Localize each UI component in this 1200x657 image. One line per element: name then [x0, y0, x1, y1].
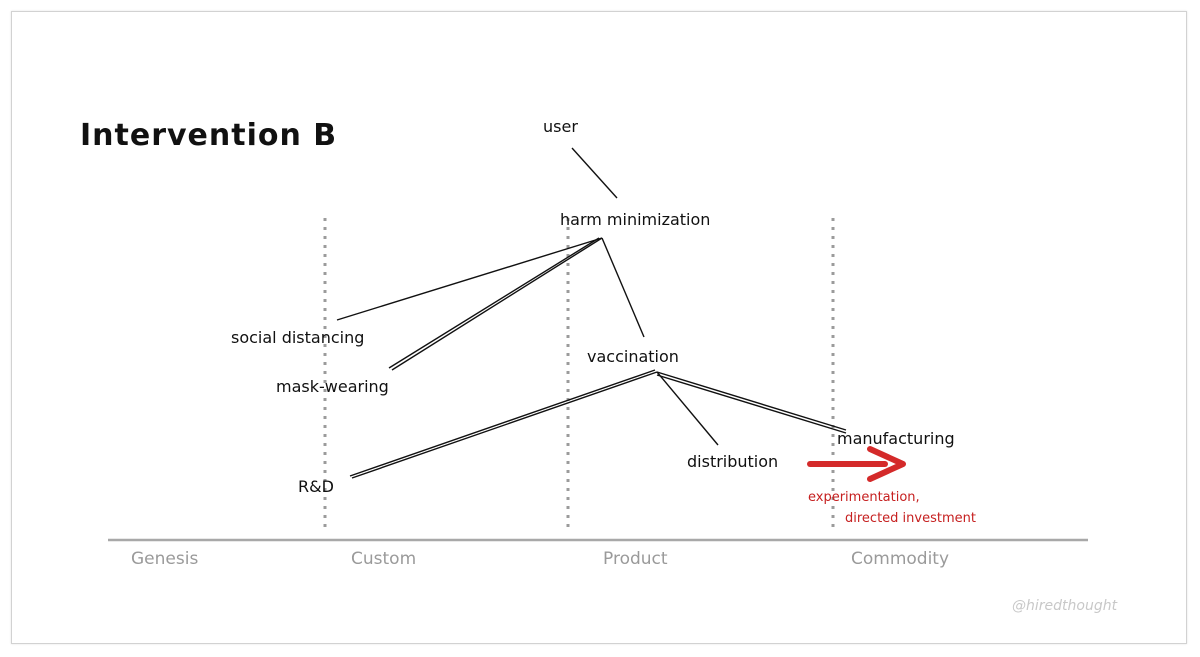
links [336, 147, 847, 479]
node-manufacturing: manufacturing [837, 429, 955, 448]
link-harm-social [336, 237, 603, 321]
link-harm-vaccination [601, 237, 645, 338]
link-harm-mask [391, 237, 603, 371]
annotation-line-2: directed investment [845, 511, 976, 526]
link-harm-mask-2 [388, 237, 600, 369]
diagram-card [11, 11, 1187, 644]
link-vaccination-rnd [351, 371, 658, 479]
stage-custom: Custom [351, 549, 416, 569]
stage-genesis: Genesis [131, 549, 198, 569]
link-user-harm [571, 147, 618, 199]
node-social-distancing: social distancing [231, 328, 364, 347]
stage-commodity: Commodity [851, 549, 949, 569]
credit-handle: @hiredthought [1012, 598, 1118, 614]
evolution-arrow [807, 446, 906, 482]
link-vaccination-manufacturing-2 [656, 374, 847, 434]
stage-product: Product [603, 549, 668, 569]
node-mask-wearing: mask-wearing [276, 377, 389, 396]
diagram-title: Intervention B [80, 118, 337, 153]
node-vaccination: vaccination [587, 347, 679, 366]
link-vaccination-distribution [656, 371, 719, 446]
link-vaccination-manufacturing [656, 371, 847, 431]
node-harm-minimization: harm minimization [560, 210, 710, 229]
node-user: user [543, 117, 578, 136]
node-rnd: R&D [298, 477, 334, 496]
link-vaccination-rnd-2 [349, 369, 656, 477]
node-distribution: distribution [687, 452, 778, 471]
annotation-line-1: experimentation, [808, 490, 920, 505]
